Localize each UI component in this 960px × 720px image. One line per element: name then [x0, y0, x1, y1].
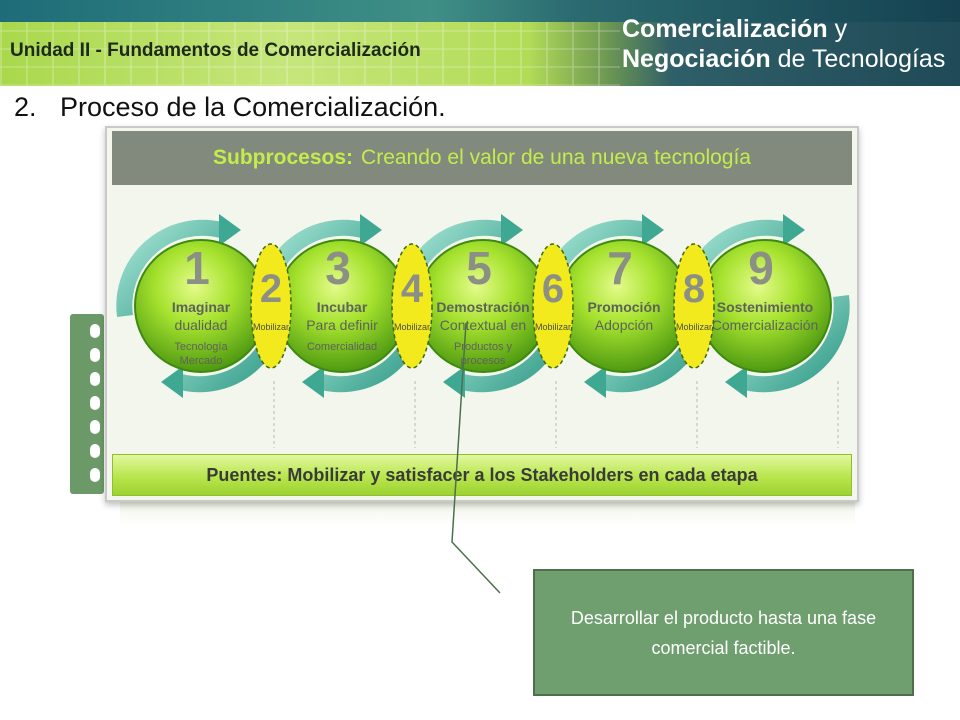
subprocesos-banner: Subprocesos: Creando el valor de una nue… [112, 131, 852, 185]
bridge-label: Mobilizar [676, 322, 712, 332]
callout-text: Desarrollar el producto hasta una fase c… [570, 607, 877, 658]
unit-title: Unidad II - Fundamentos de Comercializac… [10, 40, 421, 61]
arrow-head-top [360, 214, 382, 246]
bridge-number: 6 [542, 267, 564, 311]
header-top-strip [0, 0, 960, 22]
stage-detail: Tecnología [174, 341, 228, 353]
brand-line2-bold: Negociación [622, 45, 771, 73]
puentes-banner: Puentes: Mobilizar y satisfacer a los St… [112, 454, 852, 496]
callout-pointer-line [451, 322, 501, 594]
arrow-head-top [642, 214, 664, 246]
stage-number: 1 [184, 242, 210, 294]
arrow-head-bottom [161, 366, 183, 398]
subprocesos-text: Creando el valor de una nueva tecnología [361, 146, 751, 169]
side-decoration [70, 314, 104, 494]
stage-number: 3 [325, 242, 351, 294]
bridge-lens [673, 243, 715, 369]
puentes-text: Puentes: Mobilizar y satisfacer a los St… [206, 464, 758, 485]
stage-detail: Comercialidad [307, 341, 377, 353]
bridge-lens [250, 243, 292, 369]
stage-subtitle: Comercialización [712, 317, 819, 333]
stage-title: Sostenimiento [717, 299, 813, 315]
arrow-head-bottom [725, 366, 747, 398]
arrow-head-top [219, 214, 241, 246]
circuit-board-pattern [0, 22, 620, 86]
commercialization-process-diagram: Subprocesos: Creando el valor de una nue… [105, 126, 859, 502]
bridge-label: Mobilizar [535, 322, 571, 332]
stage-detail: Productos y [454, 341, 513, 353]
arrow-head-bottom [584, 366, 606, 398]
slide-heading: 2. Proceso de la Comercialización. [14, 92, 446, 123]
bridge-number: 2 [260, 267, 282, 311]
brand-line1-bold: Comercialización [622, 15, 828, 43]
heading-title: Proceso de la Comercialización. [60, 92, 446, 122]
stage-title: Incubar [317, 299, 368, 315]
stage-title: Promoción [587, 299, 660, 315]
bridge-number: 4 [401, 267, 424, 311]
heading-number: 2. [14, 92, 37, 122]
bridge-label: Mobilizar [253, 322, 289, 332]
stage-subtitle: Contextual en [440, 317, 526, 333]
stage-title: Demostración [436, 299, 529, 315]
brand-logo: Comercialización y Negociación de Tecnol… [622, 14, 952, 74]
arrow-head-bottom [443, 366, 465, 398]
arrow-arc-bottom [743, 294, 850, 393]
arrow-head-bottom [302, 366, 324, 398]
stage-number: 5 [466, 242, 492, 294]
stage-detail: Mercado [180, 355, 223, 367]
stage-subtitle: Para definir [306, 317, 378, 333]
stage-title: Imaginar [172, 299, 231, 315]
bridge-lens [391, 243, 433, 369]
arrow-arc-top [116, 219, 223, 318]
stage-detail: procesos [461, 355, 506, 367]
brand-line2-rest: de Tecnologías [770, 45, 946, 73]
stage-number: 9 [748, 242, 774, 294]
subprocesos-label: Subprocesos: [213, 146, 354, 169]
stage-subtitle: Adopción [595, 317, 653, 333]
header-banner: Unidad II - Fundamentos de Comercializac… [0, 0, 960, 86]
brand-line1-rest: y [827, 15, 848, 43]
stage-number: 7 [607, 242, 633, 294]
callout-box: Desarrollar el producto hasta una fase c… [533, 569, 914, 696]
bridge-number: 8 [683, 267, 705, 311]
diagram-reflection [120, 498, 855, 526]
arrow-head-top [783, 214, 805, 246]
stage-subtitle: dualidad [175, 317, 228, 333]
arrow-head-top [501, 214, 523, 246]
bridge-label: Mobilizar [394, 322, 430, 332]
bridge-lens [532, 243, 574, 369]
